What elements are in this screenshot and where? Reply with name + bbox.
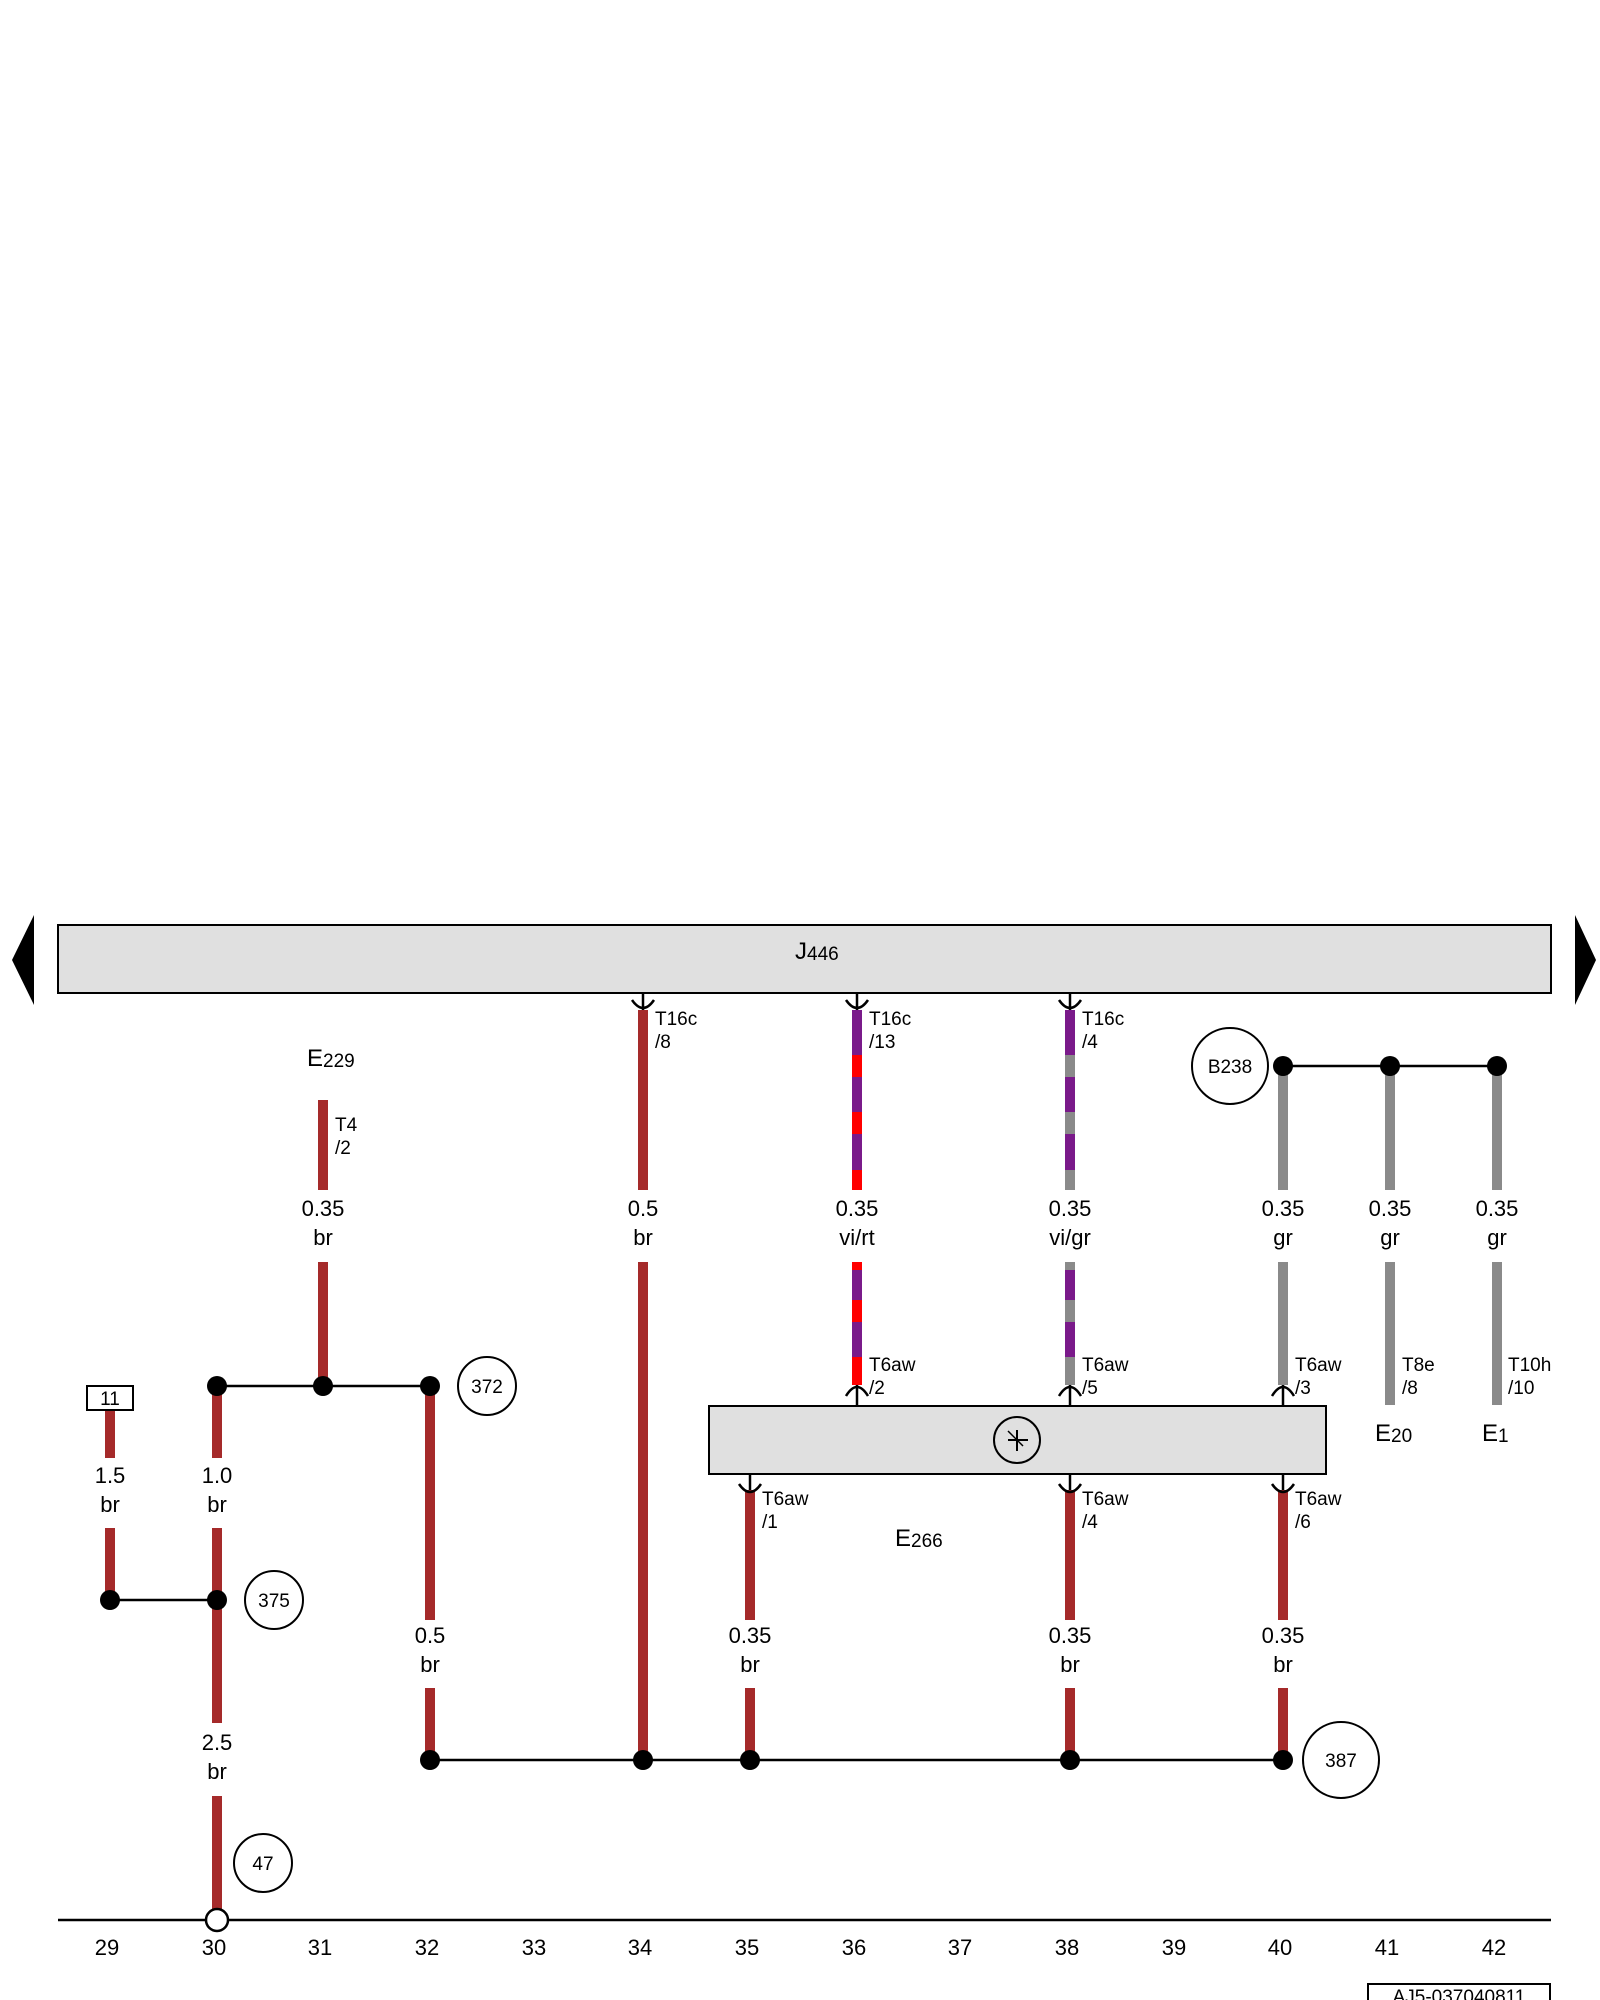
next-page-arrow[interactable] — [1575, 915, 1596, 1005]
junction-lines — [58, 1064, 1551, 1922]
connector-pin: /4 — [1082, 1512, 1098, 1533]
connector-id: T8e — [1402, 1355, 1435, 1376]
circle-ref-label: 387 — [1325, 1751, 1357, 1772]
connector-pin: /4 — [1082, 1032, 1098, 1053]
junction-dots — [100, 1056, 1507, 1770]
control-unit-j446 — [57, 924, 1552, 994]
fuse-label: 11 — [100, 1389, 120, 1410]
wire-color: br — [1060, 1652, 1080, 1677]
column-number: 41 — [1375, 1935, 1399, 1960]
wire-size: 0.35 — [1262, 1623, 1305, 1648]
connector-id: T16c — [1082, 1009, 1124, 1030]
wire-color: vi/gr — [1049, 1225, 1091, 1250]
connector-pin: /1 — [762, 1512, 778, 1533]
connector-pin: /2 — [335, 1138, 351, 1159]
wire-size: 0.35 — [1476, 1196, 1519, 1221]
wire-color: br — [100, 1492, 120, 1517]
wire-color: br — [207, 1492, 227, 1517]
column-number: 36 — [842, 1935, 866, 1960]
wire-color: br — [633, 1225, 653, 1250]
wire-size: 0.35 — [1369, 1196, 1412, 1221]
connector-pin: /8 — [655, 1032, 671, 1053]
circle-ref-label: 375 — [258, 1591, 290, 1612]
column-number: 34 — [628, 1935, 652, 1960]
connector-id: T6aw — [1295, 1489, 1342, 1510]
connector-terminals — [630, 993, 1296, 1494]
wire-color: br — [420, 1652, 440, 1677]
circle-ref-47[interactable]: 47 — [233, 1833, 293, 1893]
component-label-e266: E266 — [895, 1525, 943, 1552]
connector-id: T16c — [655, 1009, 697, 1030]
column-number: 32 — [415, 1935, 439, 1960]
column-numbers: 29 30 31 32 33 34 35 36 37 38 39 40 41 4… — [95, 1935, 1506, 1960]
column-number: 39 — [1162, 1935, 1186, 1960]
connector-pin: /6 — [1295, 1512, 1311, 1533]
wire-color: gr — [1273, 1225, 1293, 1250]
component-label-j446: J446 — [795, 938, 839, 965]
component-label-e229: E229 — [307, 1045, 355, 1072]
connector-pin: /5 — [1082, 1378, 1098, 1399]
connector-pin: /3 — [1295, 1378, 1311, 1399]
prev-page-arrow[interactable] — [12, 915, 34, 1005]
circle-ref-label: 47 — [252, 1854, 273, 1875]
wire-size: 1.5 — [95, 1463, 126, 1488]
wire-color: br — [313, 1225, 333, 1250]
e266-symbol-icon — [993, 1416, 1041, 1464]
connector-id: T6aw — [1082, 1489, 1129, 1510]
circle-ref-372[interactable]: 372 — [457, 1356, 517, 1416]
column-number: 40 — [1268, 1935, 1292, 1960]
column-number: 37 — [948, 1935, 972, 1960]
column-number: 33 — [522, 1935, 546, 1960]
reference-code-label: AJ5-037040811 — [1393, 1987, 1526, 2000]
wire-size: 0.35 — [836, 1196, 879, 1221]
wire-size: 0.35 — [1049, 1196, 1092, 1221]
connector-pin: /8 — [1402, 1378, 1418, 1399]
fuse-11[interactable]: 11 — [86, 1385, 134, 1411]
ground-point — [204, 1907, 230, 1933]
wire-color: gr — [1380, 1225, 1400, 1250]
connector-id: T6aw — [762, 1489, 809, 1510]
connector-id: T16c — [869, 1009, 911, 1030]
wire-color: vi/rt — [839, 1225, 874, 1250]
column-number: 31 — [308, 1935, 332, 1960]
wire-size: 0.35 — [1049, 1623, 1092, 1648]
wire-size: 0.5 — [415, 1623, 446, 1648]
connector-id: T10h — [1508, 1355, 1551, 1376]
connector-id: T6aw — [1295, 1355, 1342, 1376]
column-number: 29 — [95, 1935, 119, 1960]
connector-labels: T16c /8 T16c /13 T16c /4 T4 /2 T6aw /2 T… — [335, 1009, 1551, 1533]
connector-id: T6aw — [869, 1355, 916, 1376]
wire-size: 2.5 — [202, 1730, 233, 1755]
circle-ref-label: B238 — [1208, 1057, 1252, 1078]
wire-labels: 0.35 br 0.5 br 0.35 vi/rt 0.35 vi/gr 0.3… — [95, 1196, 1519, 1784]
column-number: 42 — [1482, 1935, 1506, 1960]
circle-ref-b238[interactable]: B238 — [1191, 1027, 1269, 1105]
component-label-e20: E20 — [1375, 1420, 1412, 1447]
wire-size: 0.35 — [302, 1196, 345, 1221]
wire-color: gr — [1487, 1225, 1507, 1250]
wire-size: 1.0 — [202, 1463, 233, 1488]
wire-color: br — [1273, 1652, 1293, 1677]
wire-color: br — [207, 1759, 227, 1784]
component-label-e1: E1 — [1482, 1420, 1509, 1447]
wire-size: 0.35 — [1262, 1196, 1305, 1221]
reference-code: AJ5-037040811 — [1367, 1983, 1551, 2000]
circle-ref-label: 372 — [471, 1377, 503, 1398]
connector-pin: /13 — [869, 1032, 895, 1053]
wire-size: 0.35 — [729, 1623, 772, 1648]
wire-color: br — [740, 1652, 760, 1677]
wire-size: 0.5 — [628, 1196, 659, 1221]
column-number: 38 — [1055, 1935, 1079, 1960]
wires — [105, 1010, 1502, 1920]
connector-pin: /10 — [1508, 1378, 1534, 1399]
circle-ref-387[interactable]: 387 — [1302, 1721, 1380, 1799]
connector-id: T4 — [335, 1115, 358, 1136]
column-number: 35 — [735, 1935, 759, 1960]
circle-ref-375[interactable]: 375 — [244, 1570, 304, 1630]
connector-id: T6aw — [1082, 1355, 1129, 1376]
column-number: 30 — [202, 1935, 226, 1960]
connector-pin: /2 — [869, 1378, 885, 1399]
